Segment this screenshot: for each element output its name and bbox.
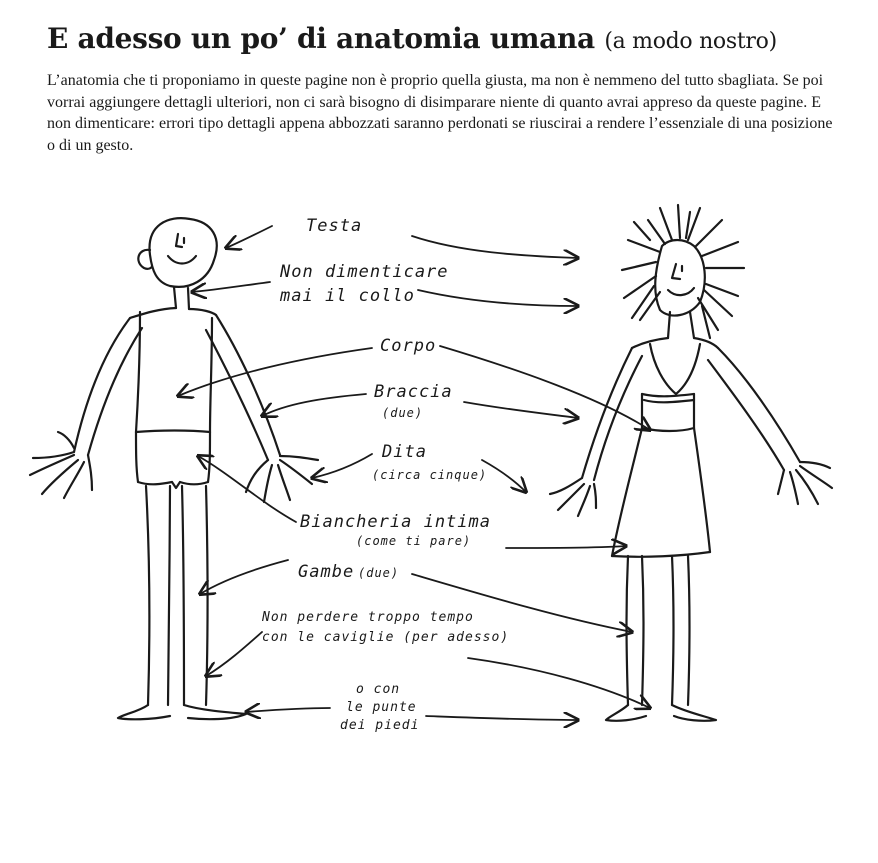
intro-paragraph: L’anatomia che ti proponiamo in queste p…: [47, 72, 833, 154]
woman-figure: [548, 203, 834, 722]
label-underwear-note: (come ti pare): [356, 534, 472, 548]
title-main: E adesso un po’ di anatomia umana: [47, 22, 595, 55]
label-head: Testa: [306, 216, 363, 236]
title-suffix: (a modo nostro): [604, 29, 777, 54]
label-ankles-line2: con le caviglie (per adesso): [262, 630, 510, 645]
label-arms-note: (due): [382, 406, 424, 420]
label-underwear: Biancheria intima: [300, 512, 491, 532]
label-neck-line2: mai il collo: [280, 286, 415, 306]
page-title: E adesso un po’ di anatomia umana (a mod…: [47, 22, 777, 55]
label-feet-line3: dei piedi: [340, 718, 420, 733]
label-ankles-line1: Non perdere troppo tempo: [262, 610, 474, 625]
label-feet-line2: le punte: [346, 700, 417, 715]
label-neck-line1: Non dimenticare: [280, 262, 449, 282]
man-figure: [28, 217, 320, 721]
label-body: Corpo: [380, 336, 437, 356]
label-feet-line1: o con: [356, 682, 401, 697]
label-fingers: Dita: [382, 442, 427, 462]
label-fingers-note: (circa cinque): [372, 468, 488, 482]
label-legs-note: (due): [358, 566, 400, 580]
arrows: [178, 225, 650, 720]
label-arms: Braccia: [374, 382, 453, 402]
label-legs: Gambe: [298, 562, 355, 582]
